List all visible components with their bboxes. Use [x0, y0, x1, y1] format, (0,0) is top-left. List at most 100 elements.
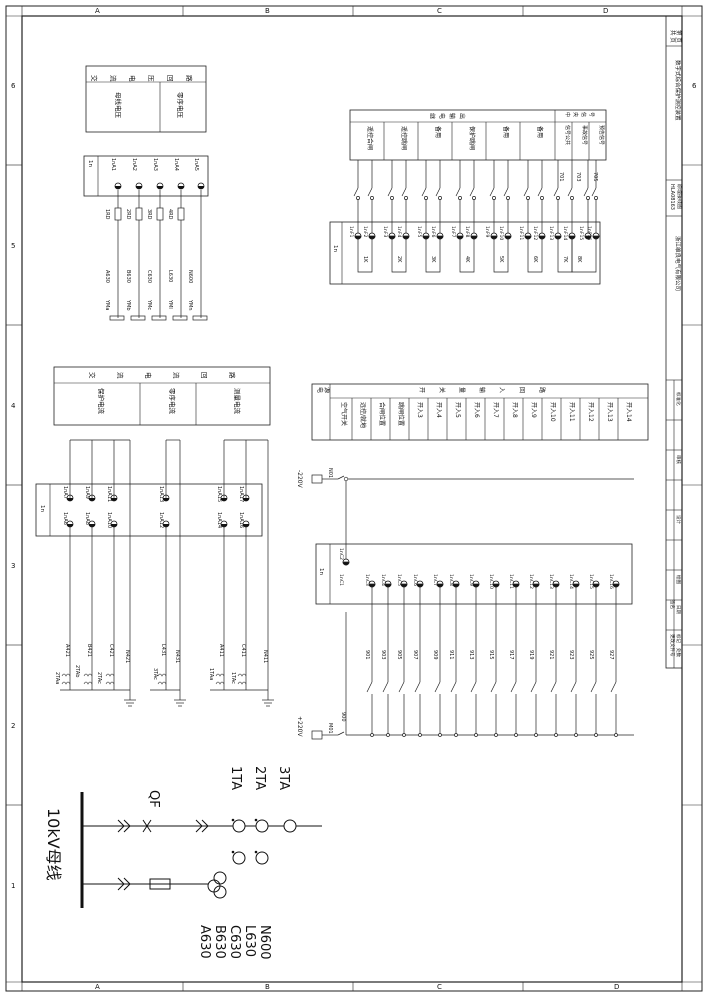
ct-label: 1TAc [230, 672, 236, 684]
terminal-label: 1nA14 [216, 512, 222, 528]
ct-coil [215, 673, 225, 685]
wire-label: 925 [588, 650, 594, 660]
grid-col-top: A [95, 7, 100, 15]
ct-label: 1TA [228, 766, 243, 790]
grid-col-bottom: D [614, 983, 619, 991]
bus-label: YMb [125, 299, 131, 311]
signal-label: 信号公共 [564, 125, 571, 145]
terminal-label: 1nF11 [518, 226, 524, 240]
grid-row: 4 [11, 402, 16, 410]
wire-label: 923 [568, 650, 574, 660]
terminal-label: 1nC12 [528, 574, 534, 589]
wire-label: 909 [432, 650, 438, 660]
ac-voltage-header-char: 压 [147, 75, 155, 82]
di-label: 开入6 [473, 402, 480, 418]
terminal-label: 1nA9 [84, 486, 90, 499]
di-label: 开入9 [530, 402, 537, 418]
terminal-label: 1nC3 [364, 574, 370, 586]
terminal-node-fill [157, 186, 163, 189]
grid-row: 3 [11, 562, 15, 570]
fuse-symbol [156, 207, 164, 221]
ct-label: 2TAa [54, 672, 60, 684]
title-cell: 处数 [675, 648, 682, 657]
terminal-label: 1nC15 [588, 574, 594, 589]
terminal-label: 1nA3 [152, 158, 158, 171]
wire-label: 901 [364, 650, 370, 660]
terminal-label: 1nF5 [416, 226, 422, 237]
terminal-label: 1nC6 [412, 574, 418, 586]
terminal-label: 1nA13 [158, 486, 164, 502]
terminal-label: 1nC11 [508, 574, 514, 589]
grid-col-top: B [265, 7, 270, 15]
terminal-node-fill [89, 498, 95, 501]
pt-wire-label: N600 [257, 925, 272, 960]
fuse-label: 2RD [125, 209, 131, 220]
wire-label: 913 [468, 650, 474, 660]
ac-voltage-header-char: 电 [128, 75, 137, 82]
wire-label: L630 [167, 270, 173, 282]
wire-label: N411 [262, 650, 268, 663]
ac-current-header-char: 流 [172, 372, 181, 379]
terminal-label: 1nC13 [548, 574, 554, 589]
title-cell: 标记 [675, 634, 682, 643]
terminal-label: 1nF9 [484, 226, 490, 237]
ac-current-header-table [53, 366, 271, 426]
terminal-label: 1nF16 [586, 226, 592, 240]
grid-row: 6 [692, 82, 697, 90]
ac-current-header-char: 交 [88, 372, 97, 379]
ac-voltage-header-char: 路 [185, 75, 194, 82]
pt-wire-label: L630 [242, 925, 257, 957]
wire-label: N421 [124, 650, 130, 663]
terminal-label: 1nF7 [450, 226, 456, 237]
title-total: 共 页 [669, 30, 677, 43]
relay-header-char: 继 [428, 113, 436, 119]
relay-label: 备用 [502, 126, 510, 138]
terminal-label: 1nC9 [468, 574, 474, 586]
di-label: 开入8 [511, 402, 518, 418]
signal-header-char: 中 [564, 112, 571, 117]
terminal-label: 1nF4 [396, 226, 402, 237]
terminal-node-fill [243, 498, 249, 501]
signal-wire: 703 [575, 172, 581, 182]
di-label: 开入4 [435, 402, 442, 418]
relay-header-table [349, 109, 607, 161]
relay-label: 保护跳闸 [468, 126, 476, 150]
contact-label: 5K [498, 256, 504, 263]
relay-header-char: 输 [448, 113, 456, 119]
title-cell: 日期 [675, 605, 681, 614]
grid-col-top: C [437, 7, 442, 15]
wire-label: A421 [64, 644, 70, 657]
ground-symbol [124, 690, 274, 707]
contact-label: 2K [396, 256, 402, 263]
supply-id: M01 [327, 723, 333, 734]
fuse-symbol [177, 207, 185, 221]
block-id: 1n [318, 568, 324, 575]
contact-label: 3K [430, 256, 436, 263]
bus-label: YMa [104, 299, 110, 310]
ac-voltage-label: 零序电压 [176, 92, 185, 119]
terminal-label: 1nA7 [62, 486, 68, 499]
fuse-label: 1RD [104, 209, 110, 220]
grid-row: 1 [11, 882, 15, 890]
terminal-label: 1nC8 [448, 574, 454, 586]
di-label: 开入11 [568, 402, 575, 422]
ac-voltage-terminal-block [83, 155, 209, 197]
bus-label: YMn [187, 299, 193, 311]
terminal-label: 1nC16 [608, 574, 614, 589]
terminal-label: 1nA12 [158, 512, 164, 528]
ac-current-label: 保护电流 [97, 388, 106, 415]
block-id: 1n [332, 245, 338, 252]
ct-coil [157, 673, 167, 685]
wire-label: N431 [174, 650, 180, 663]
terminal-label: 1nC10 [488, 574, 494, 589]
wire-label: N600 [187, 270, 193, 283]
pt-symbol [213, 885, 227, 899]
wire-label: B421 [86, 644, 92, 657]
terminal-label: 1nF13 [548, 226, 554, 240]
di-label: 合闸位置 [378, 402, 386, 426]
terminal-label: 1nA17 [238, 486, 244, 502]
wire-label: 905 [396, 650, 402, 660]
terminal-node-fill [584, 235, 592, 240]
contact-label: 7K [562, 256, 568, 263]
ct-label: 3TAc [152, 668, 158, 680]
